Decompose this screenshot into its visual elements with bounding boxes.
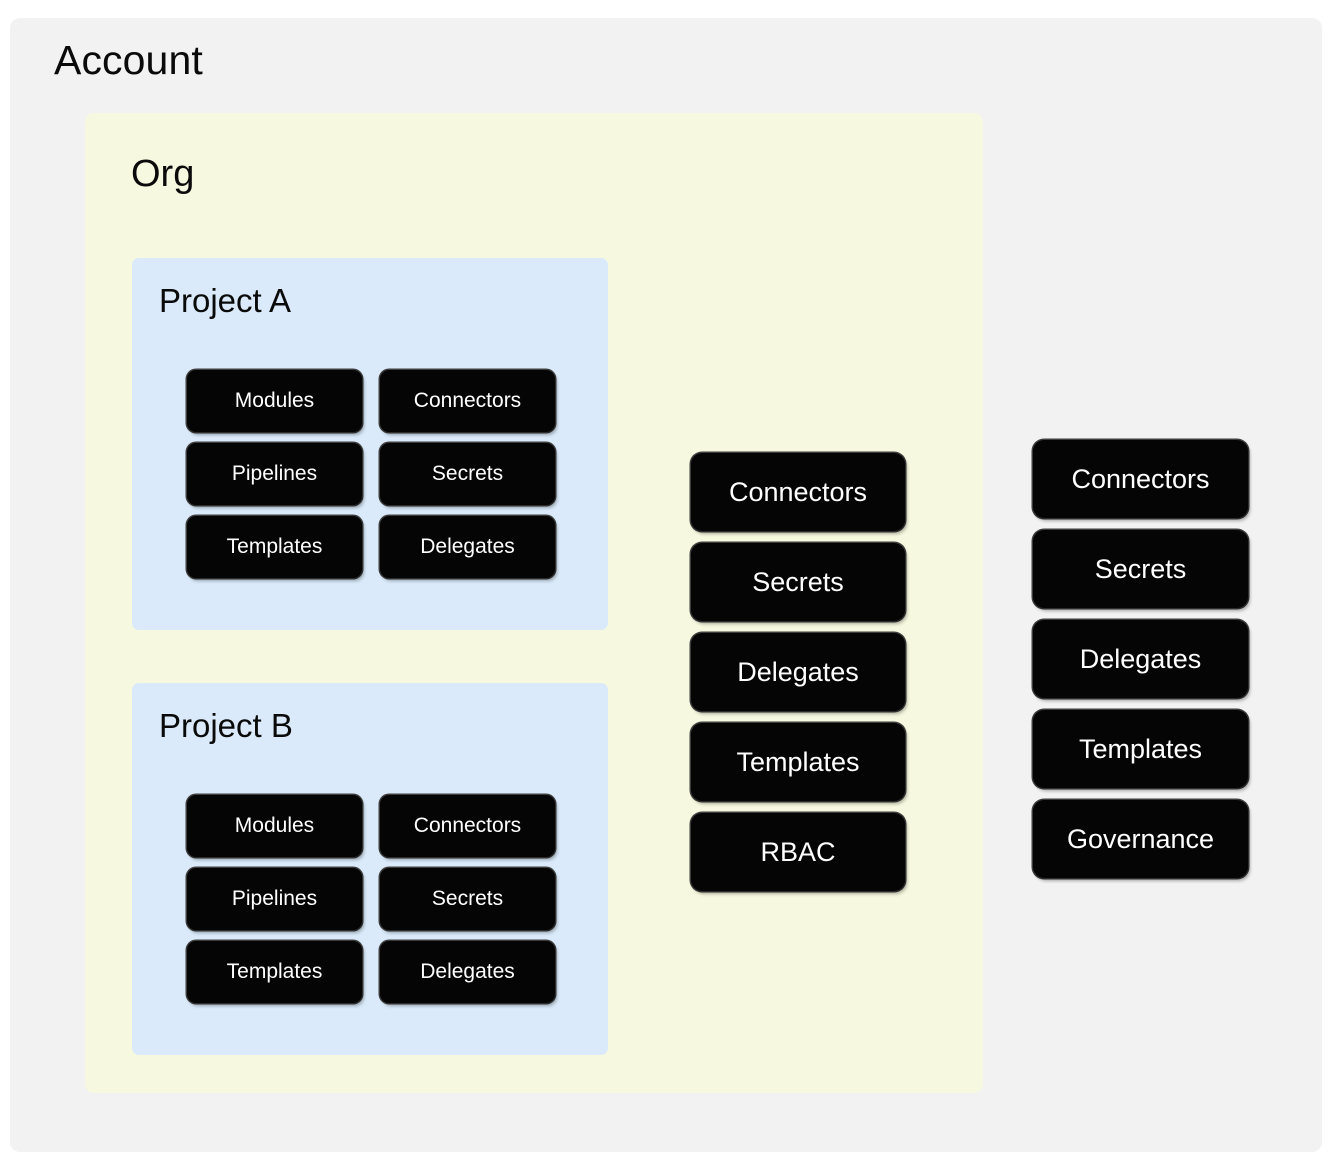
account-resource-templates[interactable]: Templates [1033,710,1248,788]
org-resource-delegates[interactable]: Delegates [691,633,905,711]
project-b-resource-delegates[interactable]: Delegates [380,941,555,1003]
project-b-resource-templates[interactable]: Templates [187,941,362,1003]
project-b-resource-grid: Modules Connectors Pipelines Secrets Tem… [187,795,555,1003]
project-a-panel: Project A Modules Connectors Pipelines S… [132,258,608,630]
project-b-resource-pipelines[interactable]: Pipelines [187,868,362,930]
account-title: Account [54,37,203,83]
project-b-title: Project B [159,707,293,744]
project-b-resource-secrets[interactable]: Secrets [380,868,555,930]
account-resource-column: Connectors Secrets Delegates Templates G… [1033,440,1248,878]
project-a-resource-templates[interactable]: Templates [187,516,362,578]
account-resource-secrets[interactable]: Secrets [1033,530,1248,608]
project-b-resource-modules[interactable]: Modules [187,795,362,857]
account-resource-governance[interactable]: Governance [1033,800,1248,878]
project-b-resource-connectors[interactable]: Connectors [380,795,555,857]
org-resource-rbac[interactable]: RBAC [691,813,905,891]
project-a-resource-secrets[interactable]: Secrets [380,443,555,505]
project-a-resource-connectors[interactable]: Connectors [380,370,555,432]
account-resource-connectors[interactable]: Connectors [1033,440,1248,518]
project-a-resource-modules[interactable]: Modules [187,370,362,432]
account-resource-delegates[interactable]: Delegates [1033,620,1248,698]
org-resource-connectors[interactable]: Connectors [691,453,905,531]
project-a-resource-grid: Modules Connectors Pipelines Secrets Tem… [187,370,555,578]
project-a-title: Project A [159,282,292,319]
project-a-resource-pipelines[interactable]: Pipelines [187,443,362,505]
project-b-panel: Project B Modules Connectors Pipelines S… [132,683,608,1055]
org-title: Org [131,153,195,195]
org-resource-templates[interactable]: Templates [691,723,905,801]
org-scope-panel: Org Project A Modules Connectors Pipelin… [85,113,983,1093]
org-resource-secrets[interactable]: Secrets [691,543,905,621]
account-scope-panel: Account Org Project A Modules Connectors… [10,18,1322,1152]
project-a-resource-delegates[interactable]: Delegates [380,516,555,578]
org-resource-column: Connectors Secrets Delegates Templates R… [691,453,905,891]
